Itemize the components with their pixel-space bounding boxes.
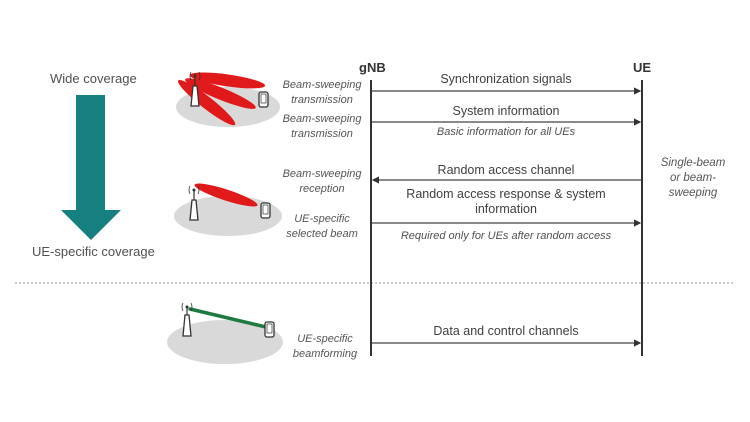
msg-label-line: information xyxy=(475,202,537,216)
antenna-tower-icon xyxy=(188,185,200,221)
wide-coverage-label: Wide coverage xyxy=(50,71,137,86)
side-label-line: Beam-sweeping xyxy=(282,168,362,180)
side-label-line: UE-specific xyxy=(297,333,353,345)
ue-side-note-line: or beam- xyxy=(669,172,717,184)
antenna-tower-icon xyxy=(189,71,201,107)
msg-label-sysinfo: System information xyxy=(452,104,560,118)
msg-note-rar: Required only for UEs after random acces… xyxy=(400,230,612,242)
red-beam-icon xyxy=(194,183,258,207)
side-label-line: reception xyxy=(299,182,345,195)
msg-label-line: Random access response & system xyxy=(406,187,606,201)
side-label-beam-sweep-tx-2: Beam-sweeping transmission xyxy=(275,112,369,141)
msg-label-sync: Synchronization signals xyxy=(440,72,572,86)
side-label-beam-sweep-tx-1: Beam-sweeping transmission xyxy=(275,78,369,107)
side-label-line: beamforming xyxy=(292,347,358,360)
antenna-tower-icon xyxy=(181,302,193,337)
side-label-ue-selected-beam: UE-specific selected beam xyxy=(275,212,369,241)
side-label-line: UE-specific xyxy=(294,213,350,225)
illustration-multi-beam xyxy=(176,71,280,127)
ue-side-note: Single-beam or beam- sweeping xyxy=(648,156,738,201)
msg-label-rach: Random access channel xyxy=(437,163,575,177)
ue-header: UE xyxy=(633,60,652,75)
gnb-header: gNB xyxy=(359,60,386,75)
side-label-ue-beamforming: UE-specific beamforming xyxy=(280,332,370,361)
side-label-line: transmission xyxy=(291,127,353,140)
ue-side-note-line: sweeping xyxy=(668,187,718,199)
side-label-line: selected beam xyxy=(286,227,358,240)
side-label-line: transmission xyxy=(291,93,353,106)
green-beam-icon xyxy=(188,307,268,329)
ue-specific-coverage-label: UE-specific coverage xyxy=(32,244,155,259)
coverage-arrow xyxy=(61,95,121,240)
phone-icon xyxy=(258,91,269,108)
phone-icon xyxy=(260,202,271,219)
illustration-ue-beamforming xyxy=(167,302,283,364)
ue-side-note-line: Single-beam xyxy=(660,157,726,169)
msg-label-rar: Random access response & system informat… xyxy=(372,187,640,217)
msg-note-sysinfo: Basic information for all UEs xyxy=(436,126,576,138)
side-label-line: Beam-sweeping xyxy=(282,113,362,125)
phone-icon xyxy=(264,321,275,338)
side-label-line: Beam-sweeping xyxy=(282,79,362,91)
msg-label-data: Data and control channels xyxy=(433,324,579,338)
illustration-selected-beam xyxy=(174,183,282,236)
coverage-ground xyxy=(167,320,283,364)
side-label-beam-sweep-rx: Beam-sweeping reception xyxy=(275,167,369,196)
